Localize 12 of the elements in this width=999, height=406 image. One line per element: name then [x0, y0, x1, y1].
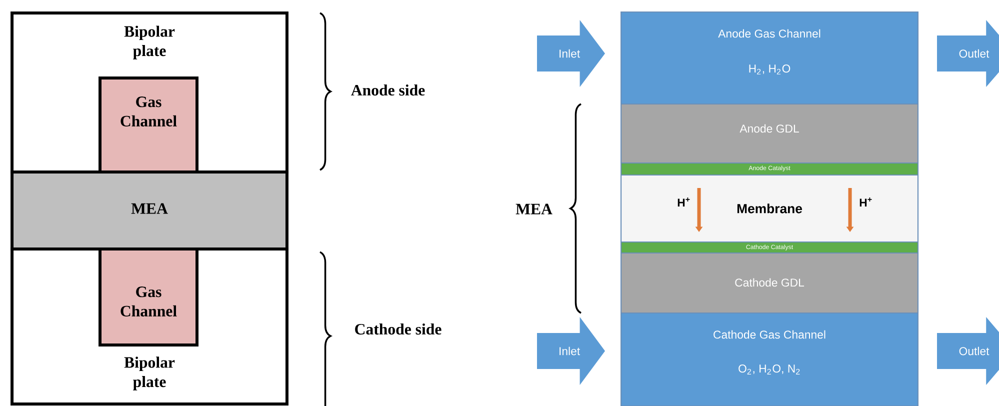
side-label: Cathode side [355, 323, 442, 335]
gas-channel-box: Gas Channel [98, 248, 198, 346]
gas-channel-layer: Cathode Gas Channel O$_{2}$, H$_{2}$O, N$_{2}$ [620, 312, 919, 406]
proton-label: H$^{+}$ [860, 197, 872, 207]
gas-channel-box: Gas Channel [98, 76, 198, 174]
mea-box: MEA [10, 170, 288, 250]
mea-label: MEA [516, 204, 552, 214]
side-label: Anode side [351, 84, 425, 96]
proton-label: H$^{+}$ [678, 197, 690, 207]
gdl-layer: Cathode GDL [620, 252, 919, 314]
gas-channel-layer: Anode Gas Channel H$_{2}$, H$_{2}$O [620, 11, 919, 105]
gdl-layer: Anode GDL [620, 103, 919, 164]
